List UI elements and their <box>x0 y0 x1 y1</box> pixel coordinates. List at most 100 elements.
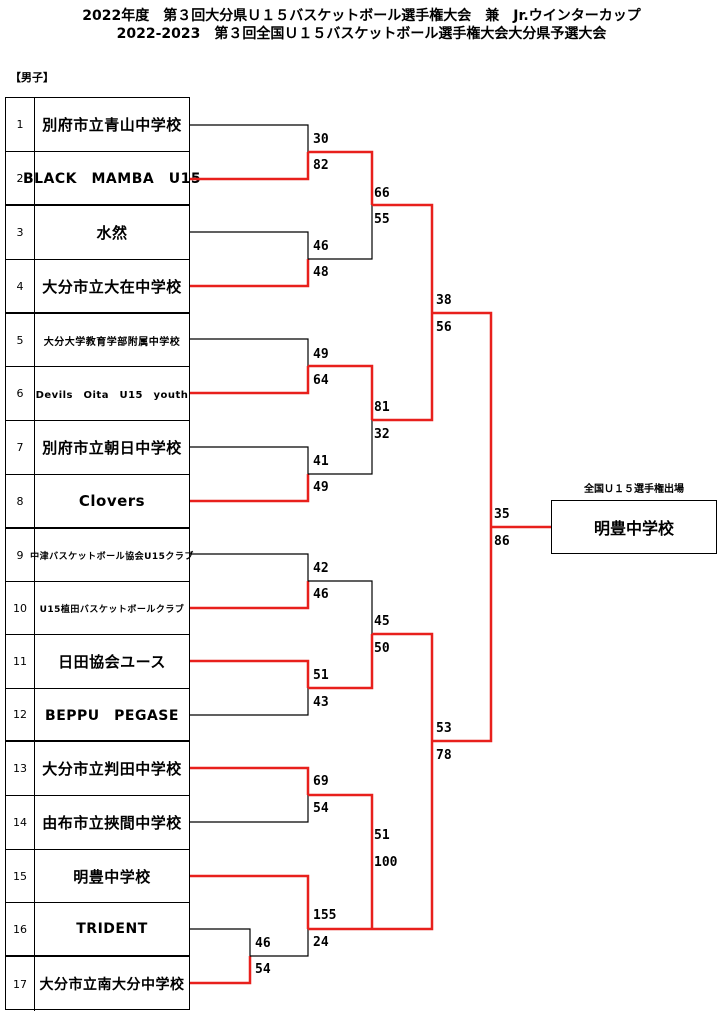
score-label: 69 <box>313 774 329 789</box>
match-line-loser <box>190 795 309 823</box>
score-label: 49 <box>313 480 329 495</box>
match-line-loser <box>190 688 309 716</box>
score-label: 54 <box>313 801 329 816</box>
match-line-winner <box>190 956 252 985</box>
score-label: 24 <box>313 935 329 950</box>
team-seed: 16 <box>6 903 35 955</box>
match-line-winner <box>190 874 310 929</box>
champion-name: 明豊中学校 <box>593 519 674 538</box>
match-line-winner <box>190 766 310 795</box>
team-seed: 2 <box>6 152 35 204</box>
team-seed: 6 <box>6 367 35 420</box>
team-seed: 7 <box>6 421 35 474</box>
qualification-label: 全国Ｕ１５選手権出場 <box>584 484 684 495</box>
score-label: 35 <box>494 507 510 522</box>
match-line-winner <box>308 150 374 205</box>
section-label: 【男子】 <box>10 71 54 84</box>
match-line-winner <box>432 527 493 743</box>
match-line-loser <box>308 420 373 475</box>
team-row: 14 由布市立挾間中学校 <box>6 796 189 850</box>
score-label: 56 <box>436 320 452 335</box>
score-label: 66 <box>374 186 390 201</box>
team-row: 13 大分市立判田中学校 <box>6 742 189 796</box>
team-name: 大分市立南大分中学校 <box>39 977 185 993</box>
match-line-winner <box>308 364 374 420</box>
team-name: TRIDENT <box>76 921 148 937</box>
score-label: 32 <box>374 427 390 442</box>
team-name: Devils Oita U15 youth <box>35 390 189 401</box>
score-label: 100 <box>374 855 398 870</box>
match-line-winner <box>372 313 434 422</box>
score-label: 64 <box>313 373 329 388</box>
team-name: BLACK MAMBA U15 <box>22 171 202 187</box>
team-seed: 14 <box>6 796 35 849</box>
score-label: 41 <box>313 454 329 469</box>
match-line-loser <box>190 553 309 581</box>
match-line-winner <box>372 741 434 931</box>
match-line-loser <box>190 446 309 474</box>
team-row: 11 日田協会ユース <box>6 635 189 689</box>
team-row: 8 Clovers <box>6 475 189 529</box>
match-line-winner <box>190 474 310 503</box>
team-name: 日田協会ユース <box>58 653 166 671</box>
team-row: 7 別府市立朝日中学校 <box>6 421 189 475</box>
score-label: 81 <box>374 400 390 415</box>
team-name: 別府市立朝日中学校 <box>42 439 182 457</box>
match-line-loser <box>190 338 309 366</box>
score-label: 38 <box>436 293 452 308</box>
team-name: 水然 <box>96 224 128 242</box>
team-name: 大分市立判田中学校 <box>42 760 182 778</box>
team-name: 明豊中学校 <box>73 867 151 886</box>
team-seed: 17 <box>6 957 35 1011</box>
match-line-winner <box>372 632 434 741</box>
team-row: 3 水然 <box>6 206 189 260</box>
score-label: 78 <box>436 748 452 763</box>
score-label: 53 <box>436 721 452 736</box>
score-label: 82 <box>313 158 329 173</box>
team-seed: 8 <box>6 475 35 527</box>
match-line-winner <box>190 659 310 688</box>
team-seed: 13 <box>6 742 35 795</box>
match-line-winner <box>308 793 374 929</box>
team-seed: 9 <box>6 529 35 581</box>
match-line-loser <box>250 929 309 957</box>
score-label: 48 <box>313 265 329 280</box>
match-line-winner <box>190 152 310 181</box>
score-label: 51 <box>313 668 329 683</box>
match-line-winner <box>308 634 374 690</box>
score-label: 45 <box>374 614 390 629</box>
team-seed: 11 <box>6 635 35 688</box>
team-row: 16 TRIDENT <box>6 903 189 957</box>
title-line-1: 2022年度 第３回大分県Ｕ１５バスケットボール選手権大会 兼 Jr.ウインター… <box>82 8 641 24</box>
team-name: 由布市立挾間中学校 <box>42 814 182 832</box>
match-line-loser <box>190 928 251 956</box>
score-label: 155 <box>313 908 336 923</box>
team-seed: 1 <box>6 98 35 151</box>
match-line-winner <box>372 203 434 313</box>
score-label: 46 <box>313 239 329 254</box>
score-label: 46 <box>255 936 271 951</box>
team-seed: 5 <box>6 314 35 366</box>
match-line-winner <box>190 259 310 288</box>
match-line-winner <box>432 311 493 527</box>
team-name: 別府市立青山中学校 <box>42 116 182 134</box>
champion-box: 明豊中学校 <box>551 500 717 554</box>
score-label: 50 <box>374 641 390 656</box>
score-label: 51 <box>374 828 390 843</box>
team-seed: 3 <box>6 206 35 259</box>
match-line-loser <box>190 124 309 152</box>
team-seed: 4 <box>6 260 35 312</box>
score-label: 55 <box>374 212 390 227</box>
team-seed: 12 <box>6 689 35 740</box>
match-line-loser <box>308 580 373 634</box>
team-name: Clovers <box>78 492 146 510</box>
score-label: 30 <box>313 132 329 147</box>
